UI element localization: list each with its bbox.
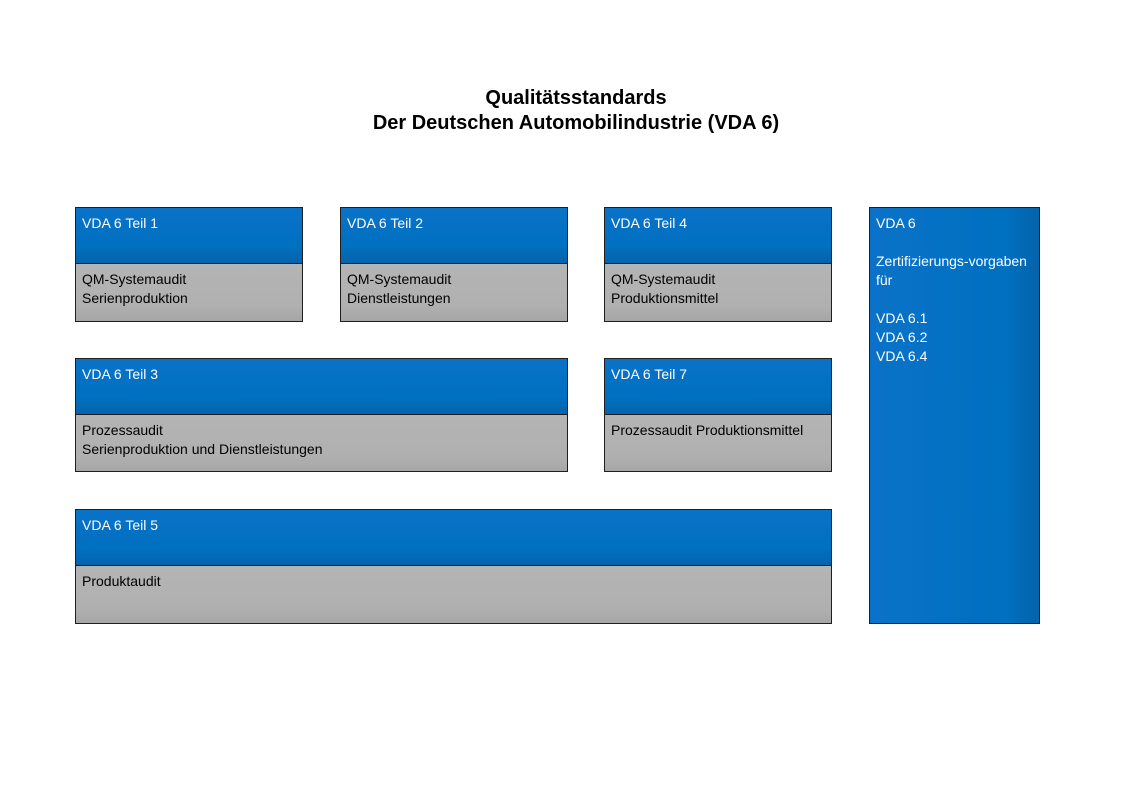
side-item: VDA 6.1 xyxy=(876,310,928,326)
box-body-line: Produktaudit xyxy=(82,573,161,589)
box-vda6-teil4: VDA 6 Teil 4 QM-Systemaudit Produktionsm… xyxy=(604,207,832,322)
box-header: VDA 6 Teil 4 xyxy=(604,207,832,264)
box-body-line: Prozessaudit Produktionsmittel xyxy=(611,422,804,438)
box-body-line: Serienproduktion und Dienstleistungen xyxy=(82,441,323,457)
box-body: QM-Systemaudit Serienproduktion xyxy=(75,263,303,322)
box-vda6-teil5: VDA 6 Teil 5 Produktaudit xyxy=(75,509,832,624)
box-body-line: QM-Systemaudit xyxy=(82,271,187,287)
box-body-line: Serienproduktion xyxy=(82,290,188,306)
box-vda6-teil1: VDA 6 Teil 1 QM-Systemaudit Serienproduk… xyxy=(75,207,303,322)
box-header: VDA 6 Teil 1 xyxy=(75,207,303,264)
title-line-2: Der Deutschen Automobilindustrie (VDA 6) xyxy=(372,112,780,134)
diagram-title: Qualitätsstandards Der Deutschen Automob… xyxy=(0,86,1122,136)
box-body: Prozessaudit Serienproduktion und Dienst… xyxy=(75,414,568,472)
side-item: VDA 6.2 xyxy=(876,329,928,345)
box-body: Prozessaudit Produktionsmittel xyxy=(604,414,832,472)
box-header: VDA 6 Teil 2 xyxy=(340,207,568,264)
box-body-line: Produktionsmittel xyxy=(611,290,719,306)
box-body-line: QM-Systemaudit xyxy=(611,271,716,287)
box-body-line: Prozessaudit xyxy=(82,422,163,438)
box-body: Produktaudit xyxy=(75,565,832,624)
side-description-line: für xyxy=(876,272,893,288)
box-vda6-teil2: VDA 6 Teil 2 QM-Systemaudit Dienstleistu… xyxy=(340,207,568,322)
box-header: VDA 6 Teil 5 xyxy=(75,509,832,566)
side-description-line: Zertifizierungs-vorgaben xyxy=(876,253,1027,269)
box-vda6-teil3: VDA 6 Teil 3 Prozessaudit Serienprodukti… xyxy=(75,358,568,472)
box-body-line: QM-Systemaudit xyxy=(347,271,452,287)
side-title: VDA 6 xyxy=(876,215,916,231)
box-vda6-certification: VDA 6 Zertifizierungs-vorgaben für VDA 6… xyxy=(869,207,1040,624)
box-header: VDA 6 Teil 3 xyxy=(75,358,568,415)
box-body: QM-Systemaudit Produktionsmittel xyxy=(604,263,832,322)
box-header: VDA 6 Teil 7 xyxy=(604,358,832,415)
box-body: QM-Systemaudit Dienstleistungen xyxy=(340,263,568,322)
box-body-line: Dienstleistungen xyxy=(347,290,451,306)
box-vda6-teil7: VDA 6 Teil 7 Prozessaudit Produktionsmit… xyxy=(604,358,832,472)
title-line-1: Qualitätsstandards xyxy=(485,87,667,109)
side-item: VDA 6.4 xyxy=(876,348,928,364)
